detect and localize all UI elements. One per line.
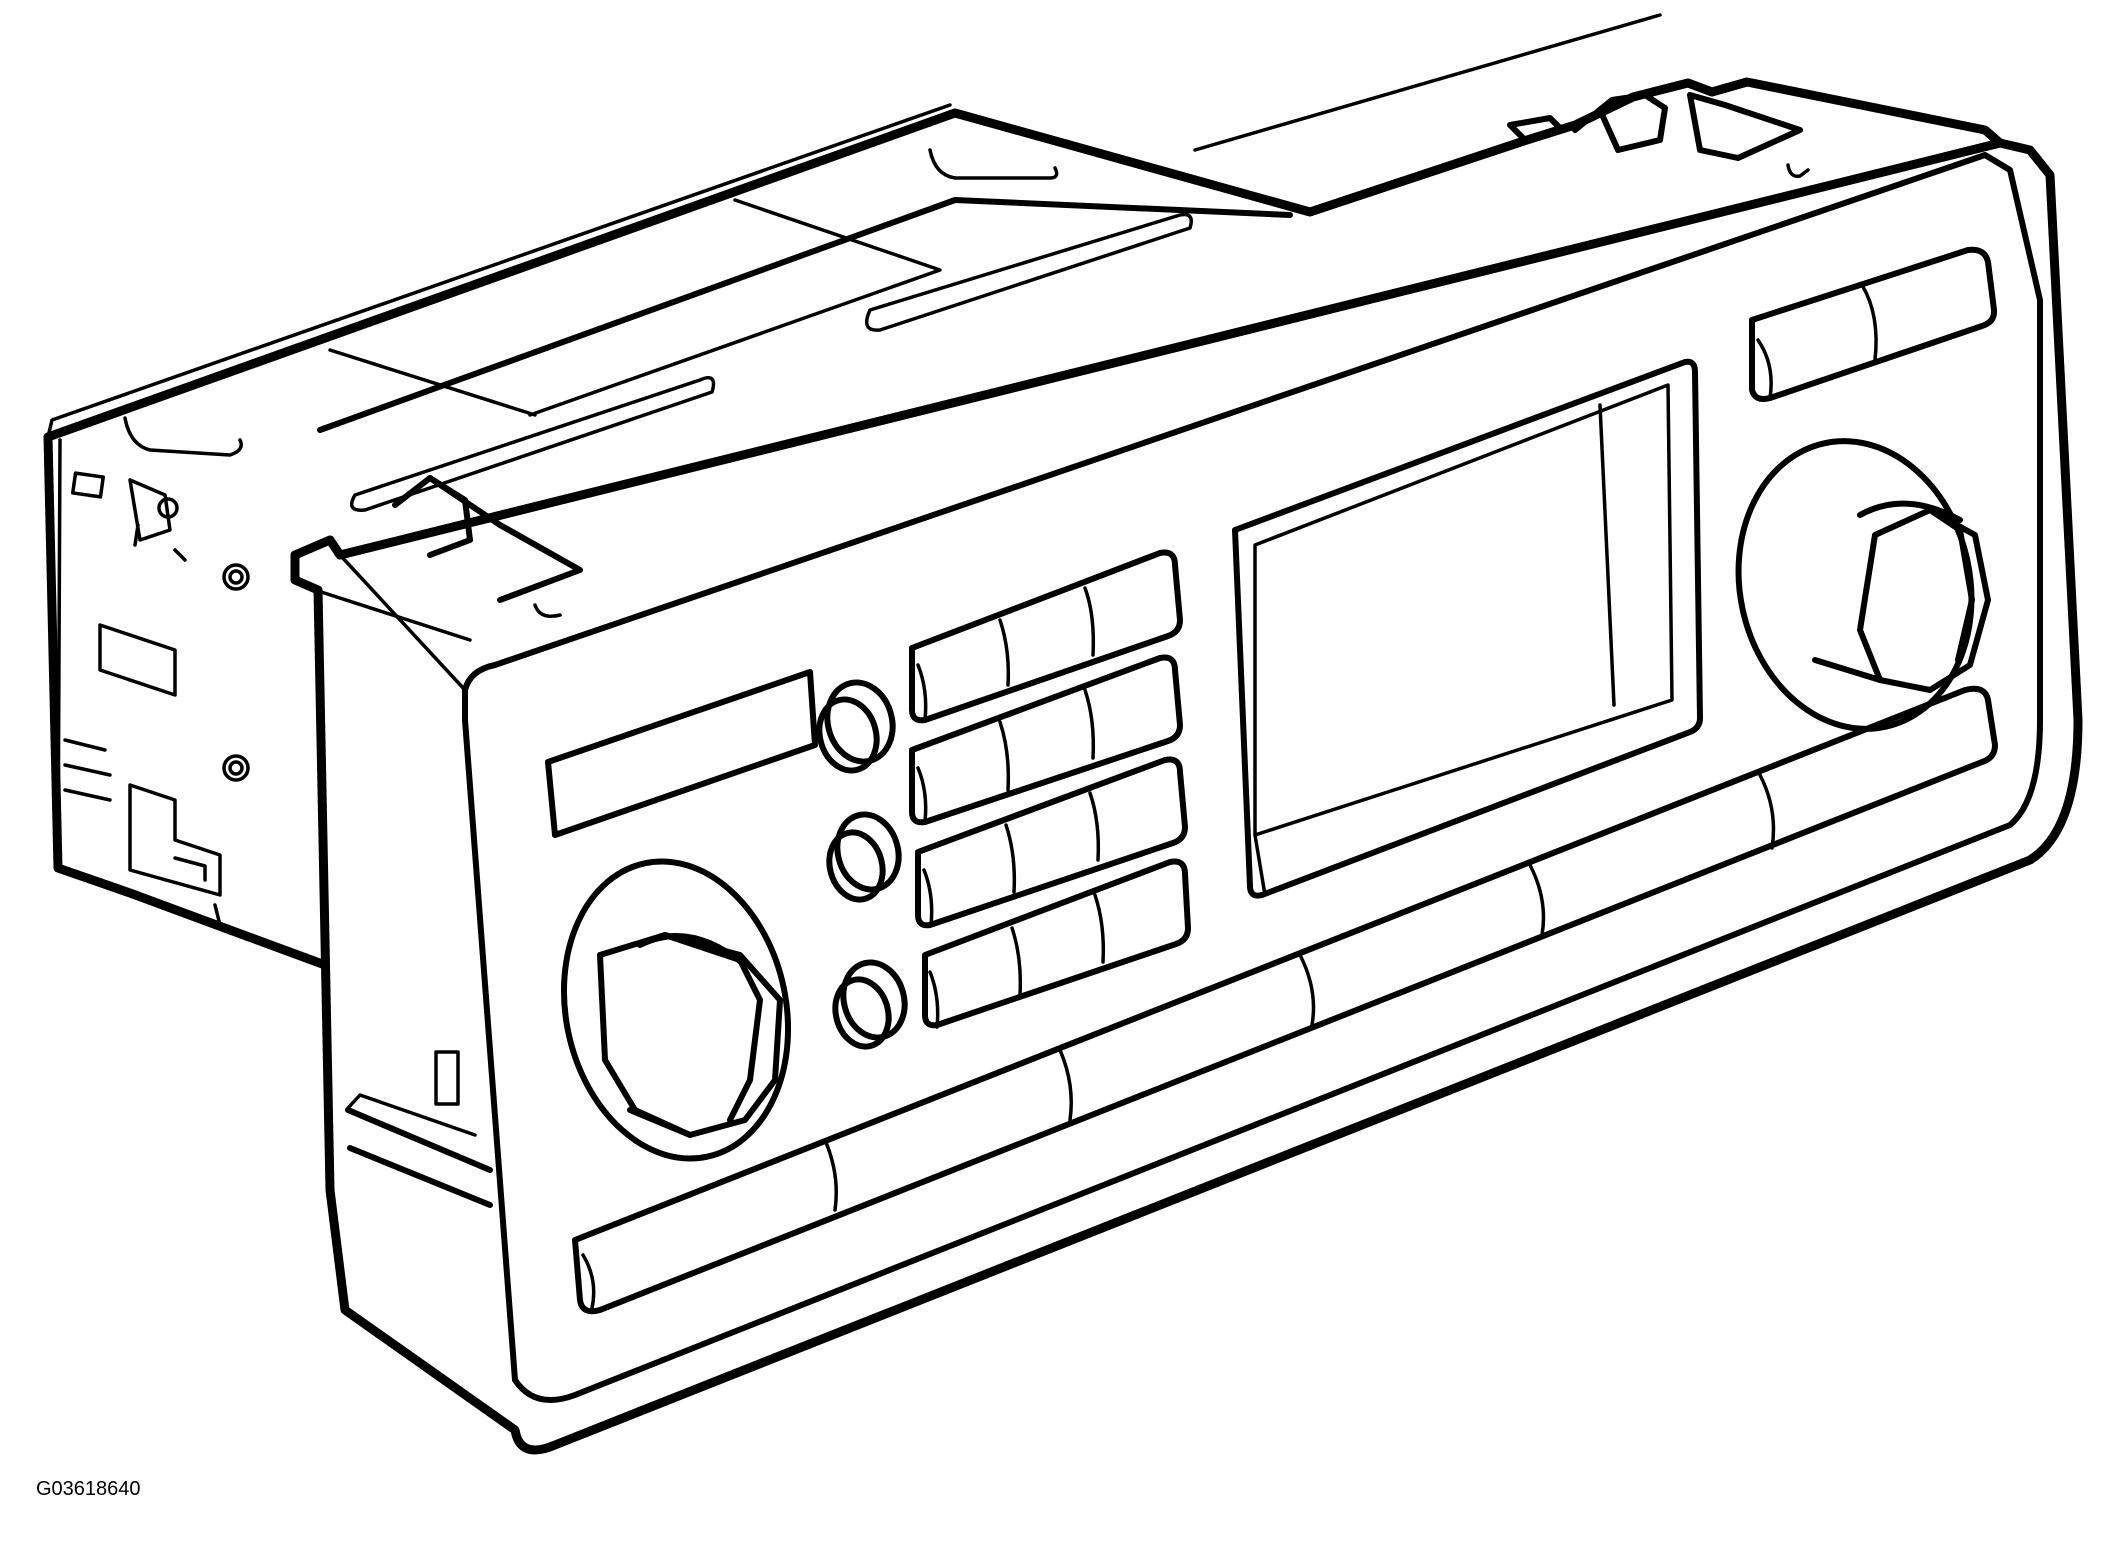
preset-row-4[interactable] (922, 858, 1191, 1029)
housing-side (43, 432, 330, 970)
upper-right-buttons[interactable] (1749, 246, 1998, 402)
display-screen (1232, 358, 1703, 899)
preset-row-1[interactable] (909, 549, 1183, 724)
side-hole (70, 471, 106, 499)
side-label (98, 623, 177, 697)
bezel-frame (290, 138, 2083, 1455)
top-clips (392, 92, 1810, 618)
right-rotary-knob[interactable] (1712, 419, 1997, 750)
preset-row-3[interactable] (915, 756, 1188, 929)
small-knob-2[interactable] (822, 808, 907, 906)
side-screw-2 (222, 754, 250, 782)
top-slot-1 (349, 376, 716, 512)
bezel-side-slot (434, 1050, 460, 1106)
small-knob-3[interactable] (828, 956, 913, 1053)
side-screw-1 (222, 563, 250, 591)
preset-row-2[interactable] (909, 654, 1183, 826)
side-connector (128, 783, 222, 897)
small-knob-1[interactable] (812, 675, 902, 777)
housing-top (43, 13, 2005, 512)
top-slot-2 (864, 212, 1193, 332)
left-label-window (545, 669, 818, 838)
bottom-button-strip[interactable] (572, 685, 1998, 1315)
figure-code: G03618640 (36, 1478, 141, 1500)
left-rotary-knob[interactable] (537, 840, 815, 1179)
